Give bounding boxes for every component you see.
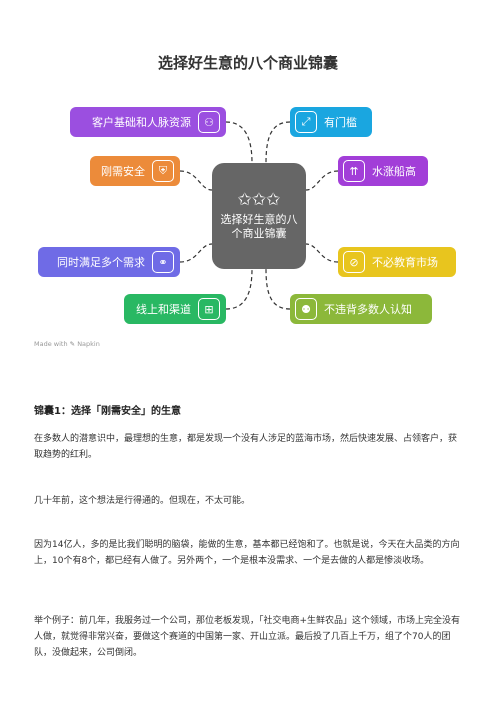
made-with-credit: Made with ✎ Napkin xyxy=(34,340,100,348)
connector-right-2 xyxy=(305,170,339,191)
node-common-cognition: ⚉ 不违背多数人认知 xyxy=(290,294,432,324)
node-online-channels: 线上和渠道 ⊞ xyxy=(124,294,226,324)
node-label: 水涨船高 xyxy=(372,165,416,178)
section-heading: 锦囊1：选择「刚需安全」的生意 xyxy=(34,406,181,417)
stars-icon: ✩✩✩ xyxy=(237,190,281,210)
expand-arrows-icon: ⤢ xyxy=(295,111,317,133)
network-people-icon: ⚭ xyxy=(152,251,174,273)
node-multiple-needs: 同时满足多个需求 ⚭ xyxy=(38,247,180,277)
connector-left-4 xyxy=(225,268,253,310)
paragraph-1: 在多数人的潜意识中，最理想的生意，都是发现一个没有人涉足的蓝海市场，然后快速发展… xyxy=(34,434,458,460)
napkin-logo-icon: ✎ xyxy=(69,340,76,348)
center-label: 选择好生意的八个商业锦囊 xyxy=(220,213,298,240)
node-label: 有门槛 xyxy=(324,116,357,129)
figure-title: 选择好生意的八个商业锦囊 xyxy=(157,54,338,72)
node-label: 刚需安全 xyxy=(101,165,145,178)
person-search-icon: ⚇ xyxy=(198,111,220,133)
node-label: 不违背多数人认知 xyxy=(324,303,412,316)
rising-bars-icon: ⇈ xyxy=(343,160,365,182)
node-label: 同时满足多个需求 xyxy=(57,256,145,269)
paragraph-2: 几十年前，这个想法是行得通的。但现在，不太可能。 xyxy=(34,496,251,506)
node-essential-safety: 刚需安全 ⛨ xyxy=(90,156,180,186)
node-no-market-education: ⊘ 不必教育市场 xyxy=(338,247,456,277)
node-label: 客户基础和人脉资源 xyxy=(92,116,191,129)
connector-left-1 xyxy=(225,121,253,164)
mind-map-figure: 选择好生意的八个商业锦囊 ✩✩✩ 选择好生意的八个商业锦囊 客户基础和人脉资源 … xyxy=(34,54,456,348)
devices-icon: ⊞ xyxy=(198,298,220,320)
node-rising-tide: ⇈ 水涨船高 xyxy=(338,156,428,186)
node-label: 线上和渠道 xyxy=(136,303,191,316)
paragraph-3: 因为14亿人，多的是比我们聪明的脑袋，能做的生意，基本都已经饱和了。也就是说，今… xyxy=(34,540,460,566)
people-group-icon: ⚉ xyxy=(295,298,317,320)
shield-document-icon: ⛨ xyxy=(152,160,174,182)
center-topic: ✩✩✩ 选择好生意的八个商业锦囊 xyxy=(212,163,306,269)
blocked-book-icon: ⊘ xyxy=(343,251,365,273)
paragraph-4: 举个例子：前几年，我服务过一个公司，那位老板发现，「社交电商+生鲜农品」这个领域… xyxy=(34,616,461,658)
connector-right-1 xyxy=(265,121,291,164)
node-barrier: ⤢ 有门槛 xyxy=(290,107,372,137)
made-with-brand: Napkin xyxy=(77,340,100,348)
node-label: 不必教育市场 xyxy=(372,256,438,269)
connector-left-2 xyxy=(179,170,213,191)
connector-lines xyxy=(179,121,339,310)
node-customer-resources: 客户基础和人脉资源 ⚇ xyxy=(70,107,226,137)
made-with-text: Made with xyxy=(34,340,68,348)
connector-left-3 xyxy=(179,243,213,263)
connector-right-3 xyxy=(305,243,339,263)
connector-right-4 xyxy=(265,268,291,310)
